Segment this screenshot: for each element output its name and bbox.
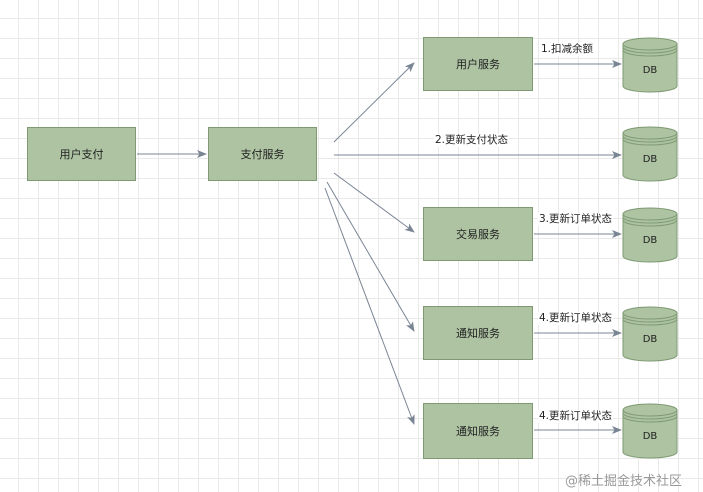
edge-label-deduct-balance: 1.扣减余额 bbox=[540, 43, 595, 56]
database-5: DB bbox=[622, 403, 678, 459]
database-label: DB bbox=[642, 235, 658, 246]
edge-label-update-pay-status: 2.更新支付状态 bbox=[434, 134, 510, 147]
cylinder-icon bbox=[622, 37, 678, 93]
database-label: DB bbox=[642, 65, 658, 76]
cylinder-icon bbox=[622, 403, 678, 459]
edge-payservice-to-notify1 bbox=[326, 181, 415, 332]
node-user-pay: 用户支付 bbox=[27, 127, 136, 181]
database-1: DB bbox=[622, 37, 678, 93]
edge-payservice-to-userservice bbox=[333, 62, 415, 143]
database-label: DB bbox=[642, 334, 658, 345]
node-user-service: 用户服务 bbox=[423, 37, 533, 91]
edge-payservice-to-tradeservice bbox=[333, 172, 415, 233]
database-label: DB bbox=[642, 154, 658, 165]
node-notify-service-1: 通知服务 bbox=[423, 306, 533, 360]
database-4: DB bbox=[622, 306, 678, 362]
node-pay-service: 支付服务 bbox=[208, 127, 317, 181]
node-trade-service: 交易服务 bbox=[423, 207, 533, 261]
database-3: DB bbox=[622, 207, 678, 263]
cylinder-icon bbox=[622, 126, 678, 182]
database-2: DB bbox=[622, 126, 678, 182]
node-notify-service-2: 通知服务 bbox=[423, 403, 533, 459]
database-label: DB bbox=[642, 431, 658, 442]
cylinder-icon bbox=[622, 306, 678, 362]
edge-payservice-to-notify2 bbox=[324, 187, 415, 425]
watermark: @稀土掘金技术社区 bbox=[565, 474, 683, 489]
edge-label-update-order-status-4a: 4.更新订单状态 bbox=[538, 312, 614, 325]
edge-label-update-order-status-4b: 4.更新订单状态 bbox=[538, 410, 614, 423]
edge-label-update-order-status-3: 3.更新订单状态 bbox=[538, 213, 614, 226]
cylinder-icon bbox=[622, 207, 678, 263]
